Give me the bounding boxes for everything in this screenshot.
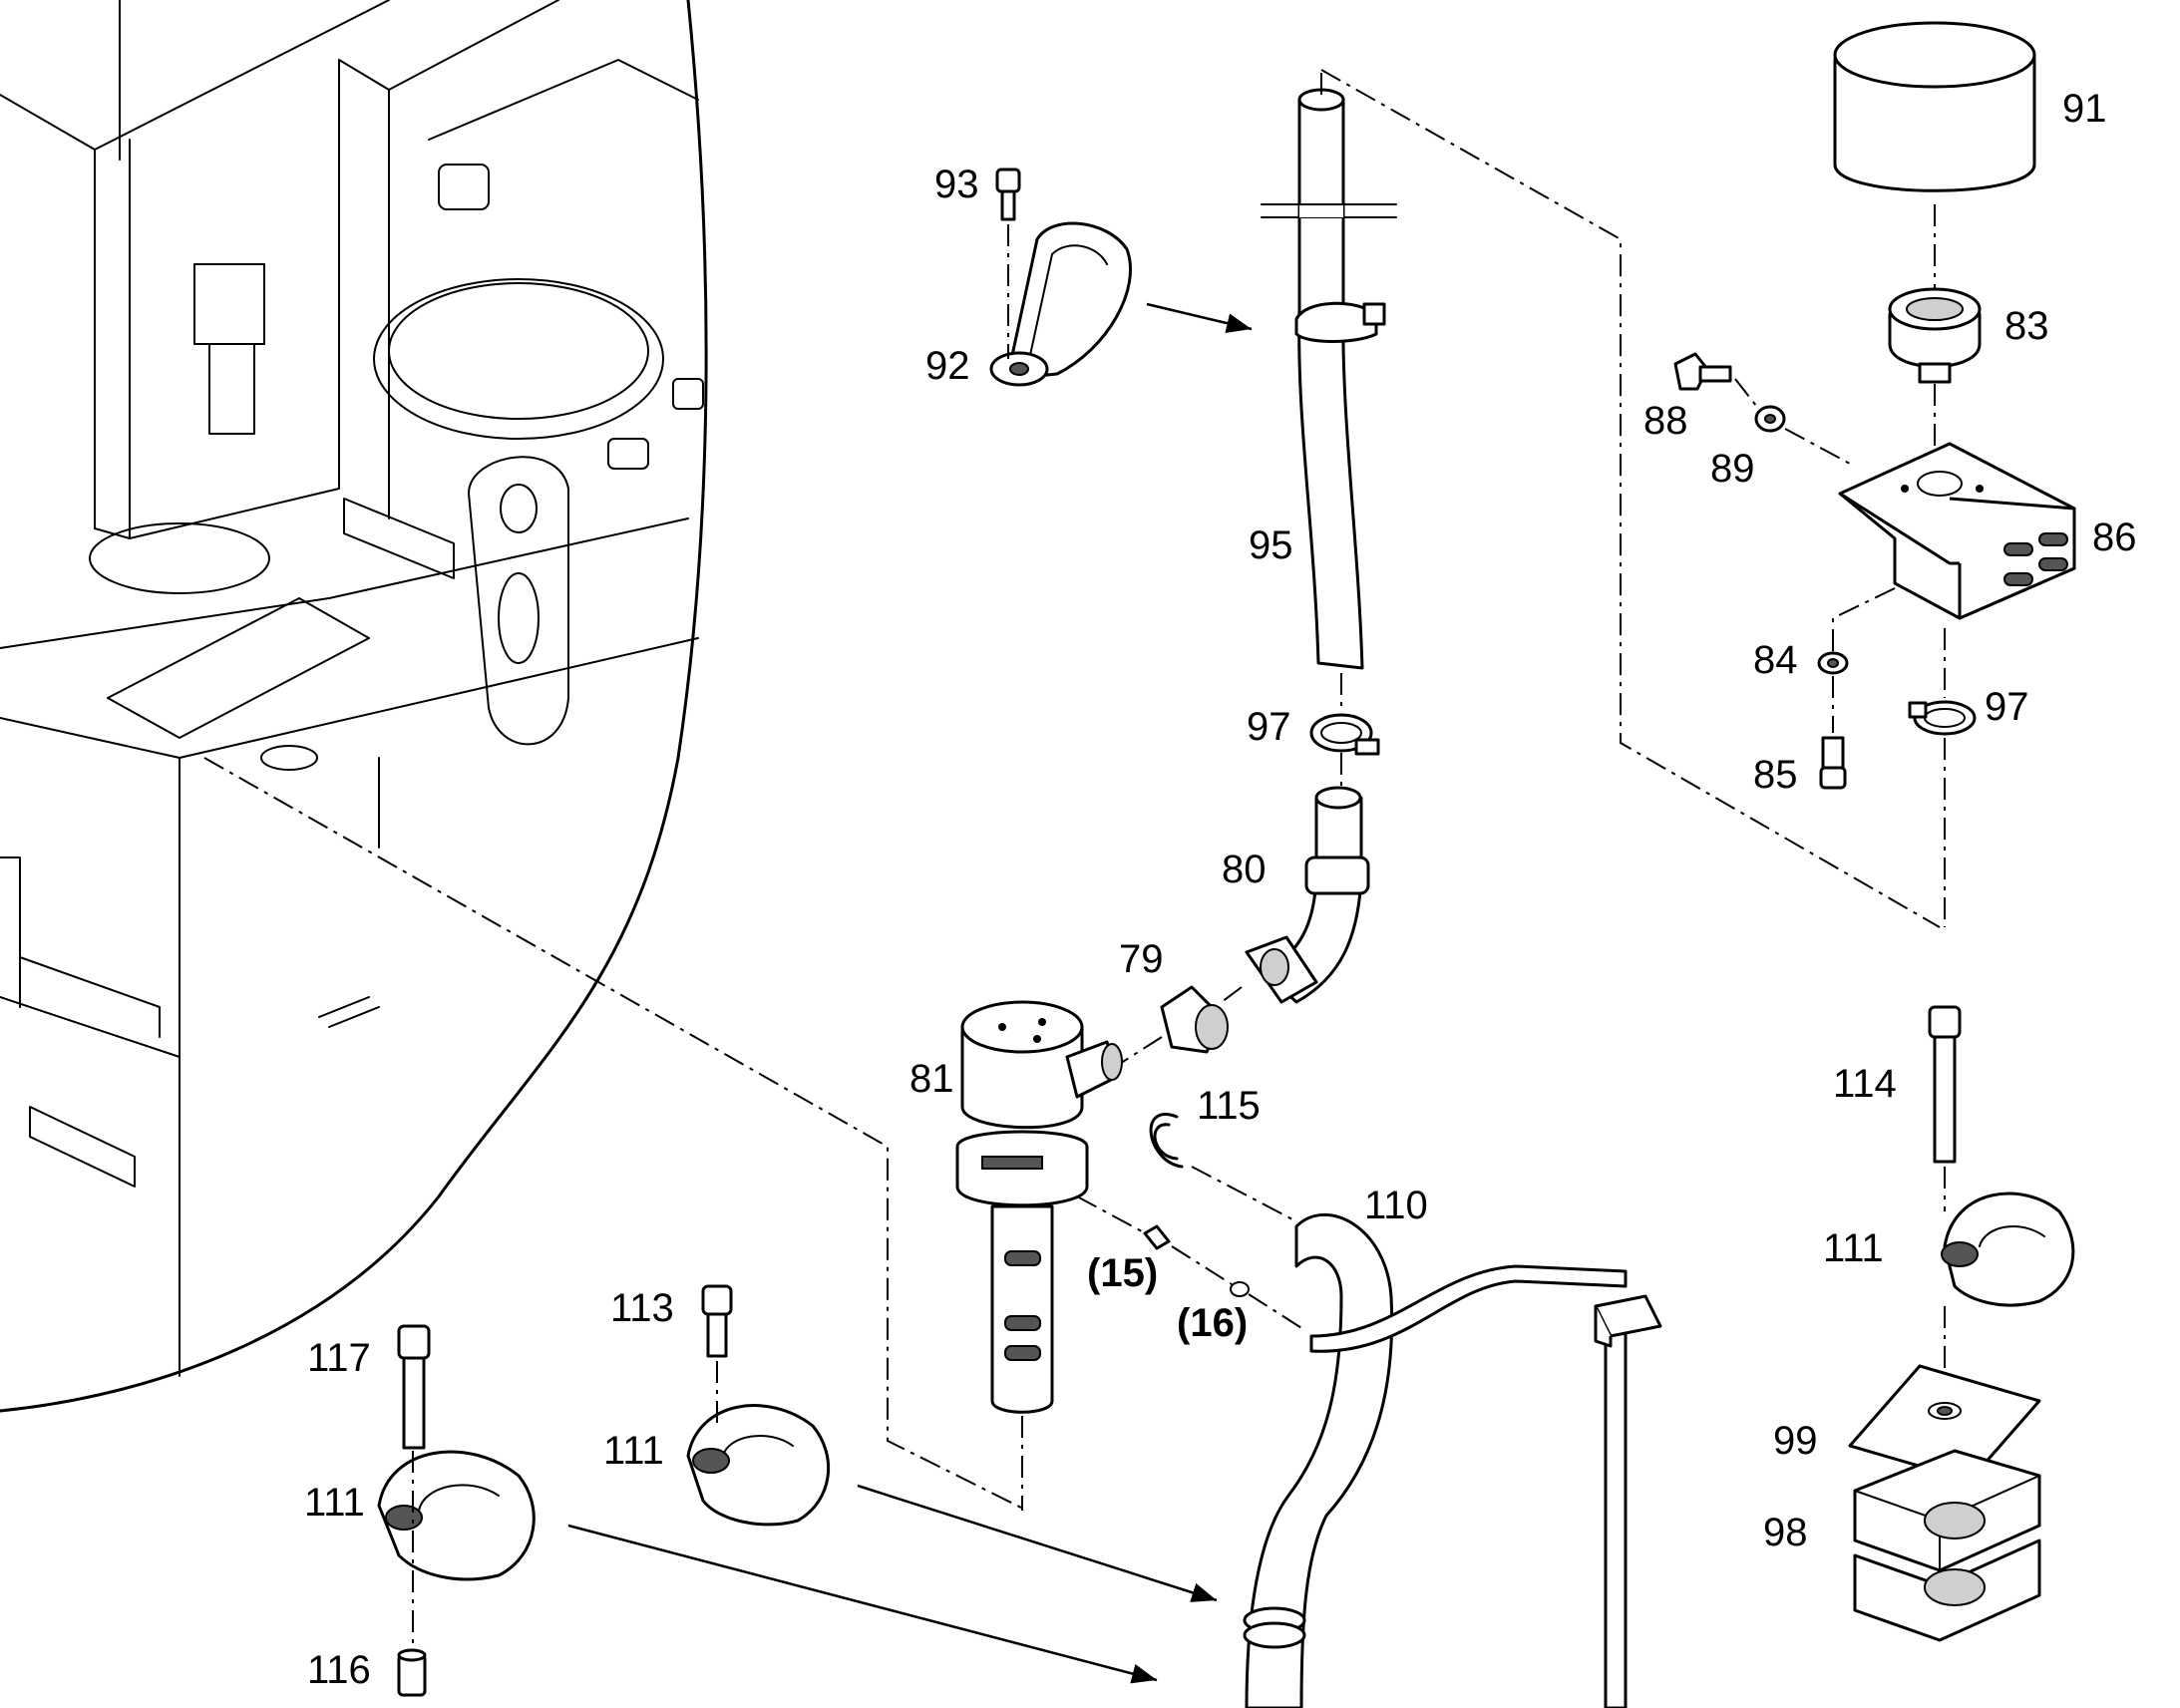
callout-116: 116 [307,1648,371,1692]
callout-111-right: 111 [1823,1226,1884,1270]
callout-86: 86 [2092,515,2137,559]
callout-91: 91 [2062,87,2107,131]
tube-line [1309,1264,1662,1708]
clamp-111-mid [686,1404,831,1527]
clamp-111-right [1941,1192,2075,1307]
callout-80: 80 [1222,848,1267,891]
callout-16: (16) [1177,1301,1248,1345]
p-clip-92 [989,221,1132,387]
callout-15: (15) [1087,1251,1158,1295]
clamp-97-right [1908,700,1977,736]
cap-91 [1833,21,2036,192]
hose-95 [1261,88,1397,670]
hose-clamp-top [1294,301,1386,343]
filter-housing-81 [955,1000,1123,1414]
callout-97-right: 97 [1985,685,2029,729]
callout-99: 99 [1773,1419,1818,1463]
callout-79: 79 [1119,937,1164,981]
clamp-111-left [377,1450,536,1581]
washer-89 [1754,405,1786,433]
hose-110 [1243,1213,1394,1708]
sleeve-116 [397,1648,427,1697]
clamp-block-98 [1853,1449,2041,1642]
callout-113: 113 [610,1286,674,1330]
callout-117: 117 [307,1336,371,1380]
callout-97-left: 97 [1247,705,1291,749]
callout-93: 93 [934,163,979,206]
elbow-fitting-80 [1245,786,1370,1004]
bolt-88 [1673,352,1732,391]
callout-110: 110 [1364,1184,1428,1227]
adapter-79 [1160,985,1229,1054]
callout-81: 81 [909,1057,954,1101]
bracket-86 [1838,442,2076,620]
clip-115 [1149,1113,1184,1169]
callout-83: 83 [2004,304,2049,348]
callout-111-left: 111 [304,1481,365,1525]
callout-95: 95 [1249,523,1293,567]
screw-113 [701,1284,733,1358]
callout-89: 89 [1710,447,1755,491]
callout-84: 84 [1753,638,1798,682]
callout-85: 85 [1753,753,1798,797]
screw-85 [1819,736,1847,790]
grommet-83 [1888,287,1982,384]
screw-93 [995,168,1021,221]
callout-88: 88 [1643,399,1688,443]
bolt-117 [397,1324,431,1450]
plug-15 [1143,1224,1171,1250]
callout-114: 114 [1833,1062,1897,1106]
washer-84 [1817,651,1849,675]
machine-detail-view [0,0,1028,1512]
hose-clamp-97 [1309,713,1380,756]
callout-111-mid: 111 [603,1429,664,1473]
callout-98: 98 [1763,1511,1808,1554]
washer-16 [1230,1281,1250,1297]
callout-115: 115 [1197,1084,1261,1128]
bolt-114 [1928,1005,1962,1164]
callout-92: 92 [925,344,970,388]
callout-labels: 91 83 88 89 86 84 97 85 93 92 95 97 80 7… [304,87,2137,1692]
